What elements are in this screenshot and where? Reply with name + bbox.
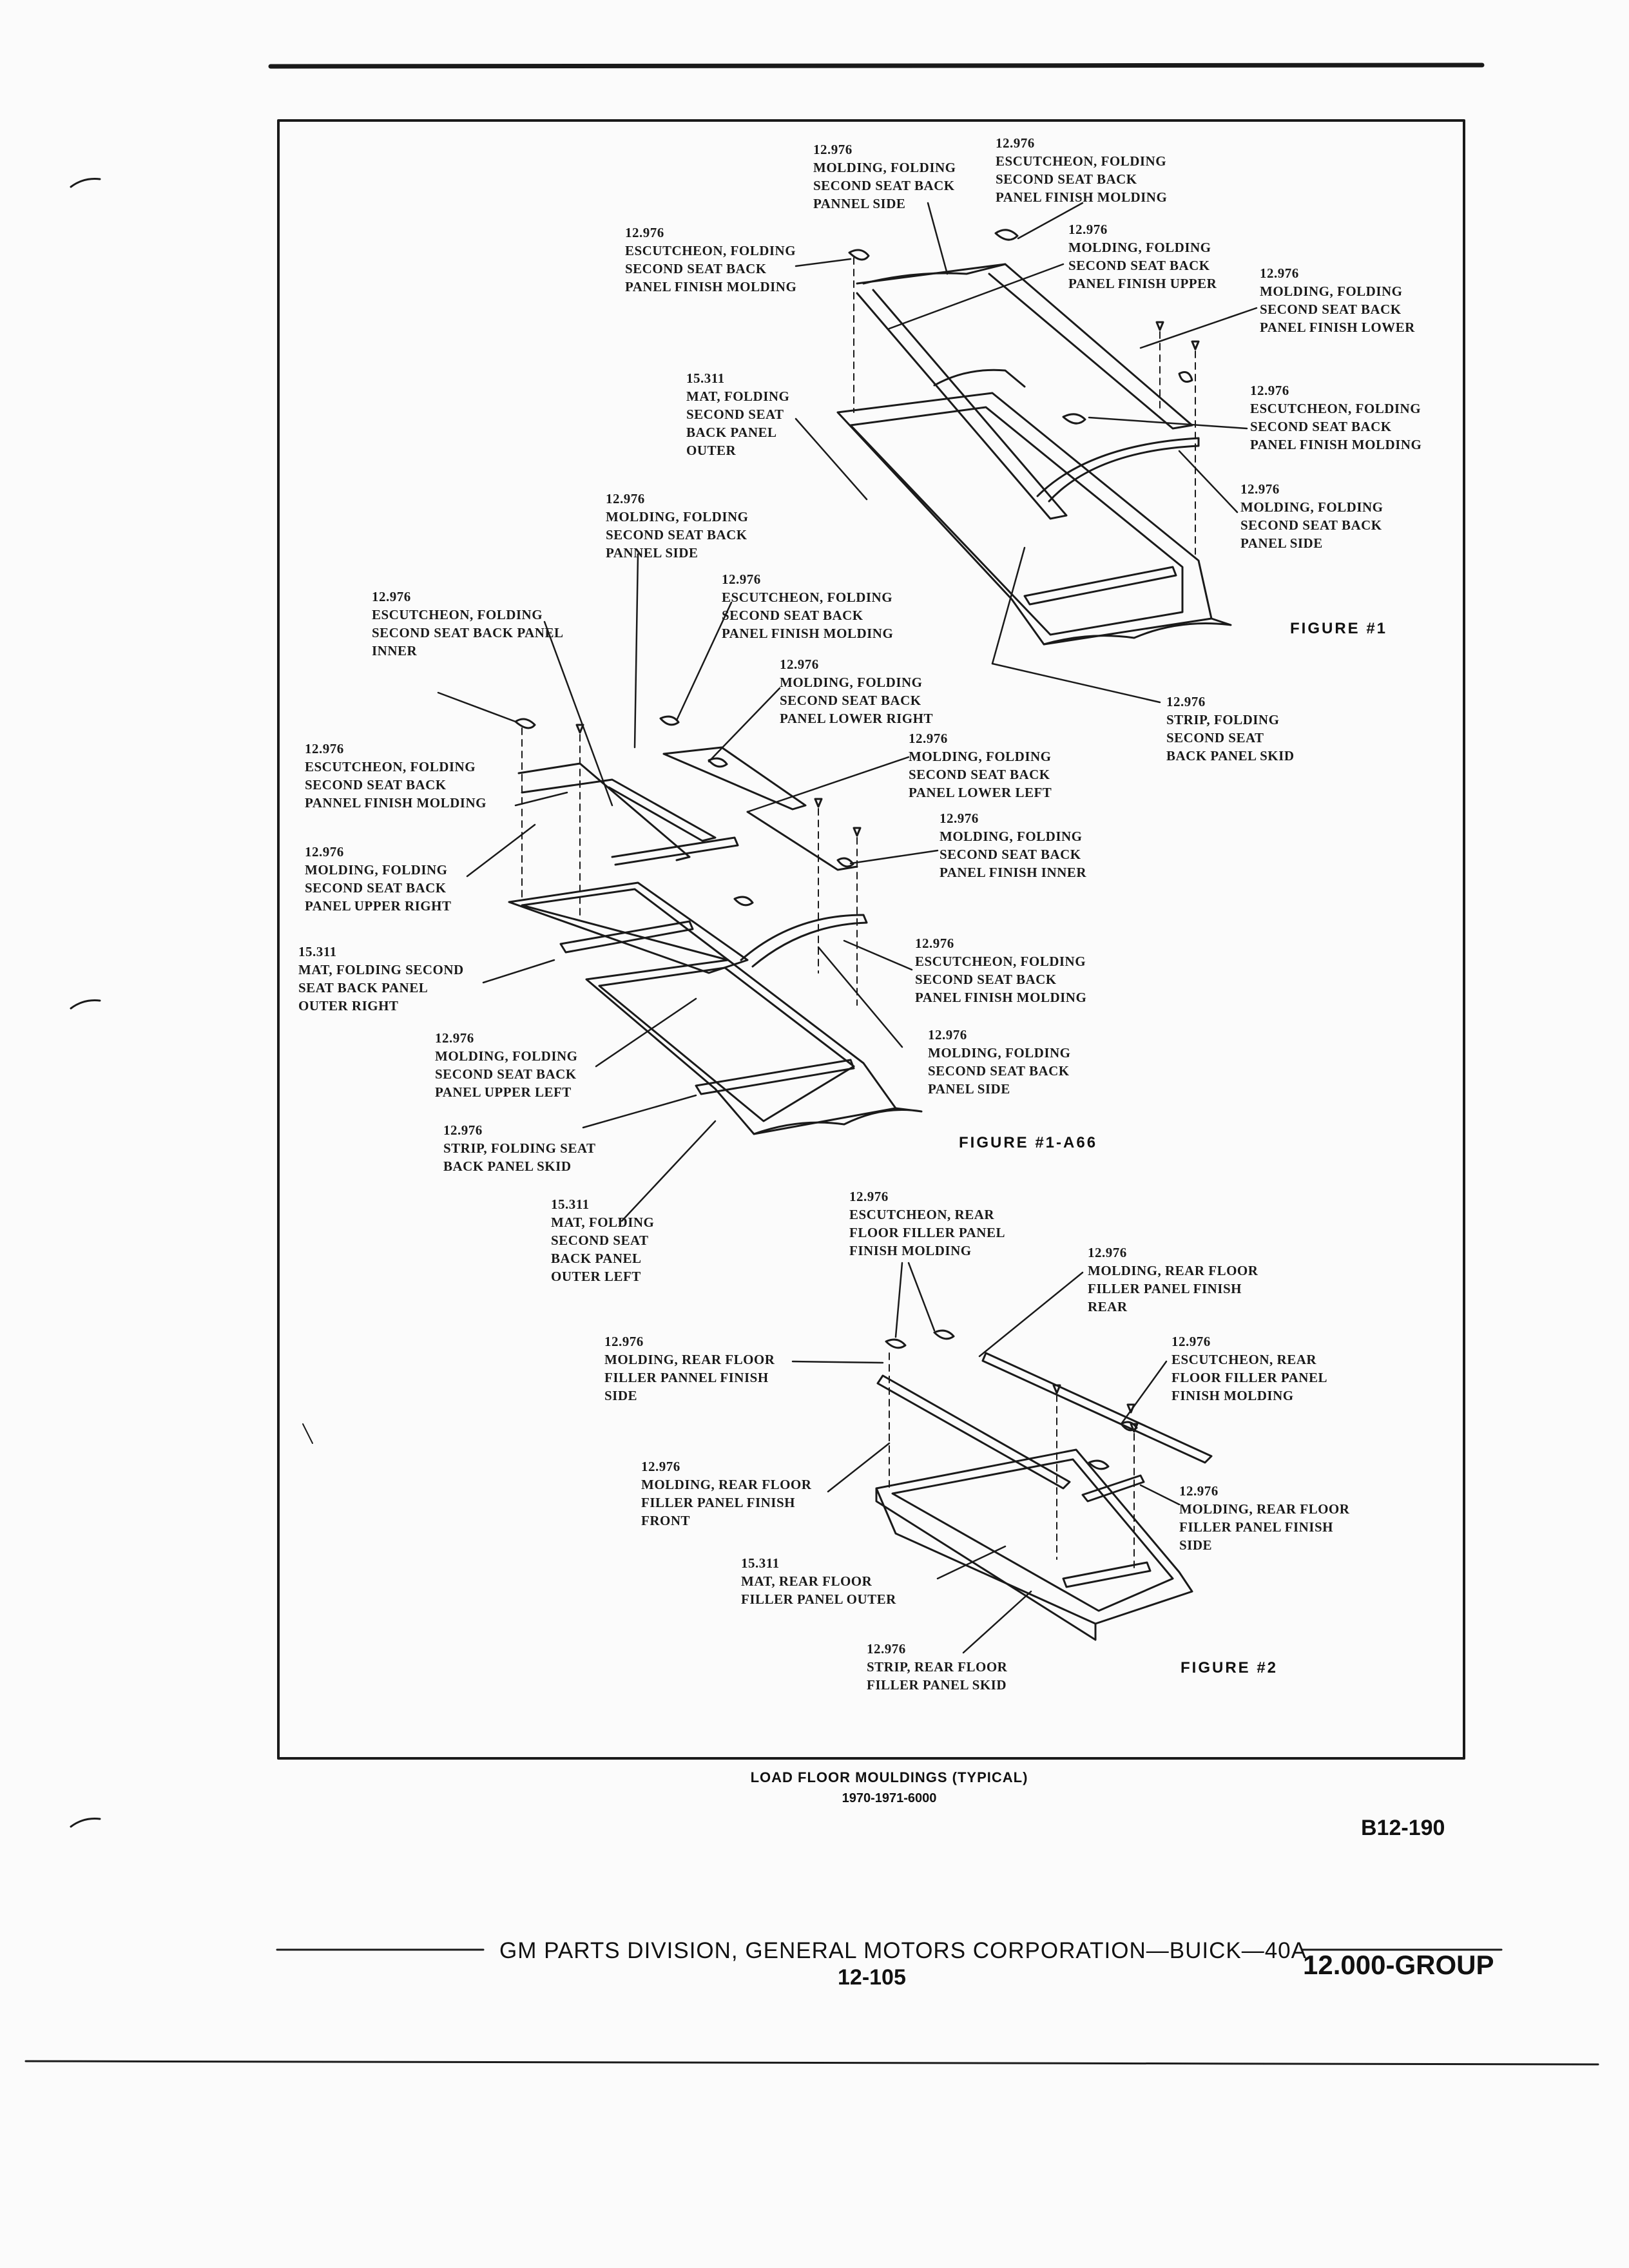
a66-panel-side-molding bbox=[740, 914, 868, 968]
a66-molding-upper-right-label: 12.976 MOLDING, FOLDING SECOND SEAT BACK… bbox=[305, 844, 452, 914]
a66-molding-finish-inner-label: 12.976 MOLDING, FOLDING SECOND SEAT BACK… bbox=[940, 811, 1086, 880]
bottom-rule bbox=[24, 2060, 1599, 2066]
punch-mark-3 bbox=[70, 1818, 101, 1828]
a66-mat-outer-left-label: 15.311 MAT, FOLDING SECOND SEAT BACK PAN… bbox=[551, 1196, 655, 1284]
a66-mat-outer-right-label: 15.311 MAT, FOLDING SECOND SEAT BACK PAN… bbox=[298, 944, 464, 1014]
a66-escutcheon-finish-right-label: 12.976 ESCUTCHEON, FOLDING SECOND SEAT B… bbox=[915, 936, 1087, 1005]
f2-escutcheon-top-label: 12.976 ESCUTCHEON, REAR FLOOR FILLER PAN… bbox=[849, 1189, 1005, 1258]
top-rule bbox=[268, 62, 1485, 69]
f1-escutcheon-left-label: 12.976 ESCUTCHEON, FOLDING SECOND SEAT B… bbox=[625, 225, 797, 294]
fig1-panel-side-molding bbox=[1036, 437, 1200, 503]
a66-screws bbox=[575, 724, 862, 837]
a66-upper-right-molding bbox=[521, 778, 717, 842]
a66-molding-upper-left-label: 12.976 MOLDING, FOLDING SECOND SEAT BACK… bbox=[435, 1030, 578, 1100]
f1-molding-finish-lower-label: 12.976 MOLDING, FOLDING SECOND SEAT BACK… bbox=[1260, 265, 1415, 335]
figure-frame bbox=[277, 119, 1465, 1760]
footer-division: GM PARTS DIVISION, GENERAL MOTORS CORPOR… bbox=[499, 1938, 1307, 1963]
a66-escutcheon-clip bbox=[708, 757, 728, 768]
caption-title: LOAD FLOOR MOULDINGS (TYPICAL) bbox=[750, 1769, 1028, 1785]
figure-1-label: FIGURE #1 bbox=[1290, 620, 1388, 637]
f2-screws bbox=[1052, 1384, 1139, 1433]
a66-molding-lower-left-label: 12.976 MOLDING, FOLDING SECOND SEAT BACK… bbox=[909, 731, 1052, 800]
fig1-panel-side-upper bbox=[933, 369, 1026, 388]
fig1-mat-lip bbox=[1043, 617, 1232, 646]
f1-molding-finish-upper-label: 12.976 MOLDING, FOLDING SECOND SEAT BACK… bbox=[1068, 222, 1217, 291]
footer-group: 12.000-GROUP bbox=[1303, 1950, 1494, 1980]
f2-finish-side bbox=[876, 1374, 1071, 1490]
f1-escutcheon-right-label: 12.976 ESCUTCHEON, FOLDING SECOND SEAT B… bbox=[1250, 383, 1422, 452]
f2-molding-pannel-side-label: 12.976 MOLDING, REAR FLOOR FILLER PANNEL… bbox=[604, 1334, 775, 1403]
footer-page-number: 12-105 bbox=[838, 1965, 906, 1990]
figure-1-a66-assembly bbox=[508, 715, 923, 1135]
a66-escutcheon-finish-top-label: 12.976 ESCUTCHEON, FOLDING SECOND SEAT B… bbox=[722, 572, 894, 641]
a66-molding-panel-side-top-label: 12.976 MOLDING, FOLDING SECOND SEAT BACK… bbox=[606, 491, 749, 561]
figure-1-assembly-lines bbox=[853, 257, 1196, 555]
a66-escutcheon-right bbox=[733, 896, 754, 907]
fig1-top-molding bbox=[862, 263, 1007, 285]
a66-escutcheon-top bbox=[659, 715, 680, 726]
a66-escutcheon-inner bbox=[514, 718, 536, 729]
fig1-mat-inner bbox=[849, 406, 1184, 636]
f2-escutcheon-left bbox=[885, 1338, 907, 1349]
f2-mat-outer-inner bbox=[891, 1458, 1174, 1612]
fig1-screws bbox=[1155, 321, 1200, 351]
a66-upper-left-molding bbox=[517, 762, 691, 861]
fig1-escutcheon-left bbox=[848, 249, 870, 261]
f2-mat-front-edge bbox=[875, 1487, 1097, 1641]
a66-finish-inner bbox=[611, 836, 739, 866]
f2-skid-strip bbox=[1062, 1561, 1152, 1588]
figure-1-a66-label: FIGURE #1-A66 bbox=[959, 1134, 1098, 1151]
f2-escutcheon-top bbox=[933, 1329, 955, 1340]
fig1-skid-strip bbox=[1023, 566, 1177, 606]
f2-strip-skid-label: 12.976 STRIP, REAR FLOOR FILLER PANEL SK… bbox=[867, 1641, 1008, 1693]
punch-mark-2 bbox=[70, 999, 101, 1010]
f2-molding-finish-rear-label: 12.976 MOLDING, REAR FLOOR FILLER PANEL … bbox=[1088, 1245, 1258, 1314]
a66-molding-panel-side-right-label: 12.976 MOLDING, FOLDING SECOND SEAT BACK… bbox=[928, 1027, 1071, 1097]
f2-mat-outer-label: 15.311 MAT, REAR FLOOR FILLER PANEL OUTE… bbox=[741, 1555, 896, 1607]
caption-years: 1970-1971-6000 bbox=[842, 1791, 937, 1805]
f1-molding-panel-side-label: 12.976 MOLDING, FOLDING SECOND SEAT BACK… bbox=[813, 142, 956, 211]
a66-mat-lip bbox=[753, 1107, 923, 1135]
figure-2-label: FIGURE #2 bbox=[1181, 1659, 1278, 1677]
a66-mat-outer-left-inner bbox=[598, 966, 855, 1122]
f1-strip-skid-label: 12.976 STRIP, FOLDING SECOND SEAT BACK P… bbox=[1166, 694, 1295, 764]
a66-mat-outer-left bbox=[585, 959, 897, 1135]
a66-lower-right-molding bbox=[662, 746, 807, 811]
f2-molding-side-right-label: 12.976 MOLDING, REAR FLOOR FILLER PANEL … bbox=[1179, 1483, 1350, 1553]
a66-strip-skid-label: 12.976 STRIP, FOLDING SEAT BACK PANEL SK… bbox=[443, 1122, 596, 1174]
f2-finish-front bbox=[1081, 1474, 1145, 1503]
f2-escutcheon-right-label: 12.976 ESCUTCHEON, REAR FLOOR FILLER PAN… bbox=[1171, 1334, 1327, 1403]
figure-1-a66-assembly-lines bbox=[521, 727, 858, 1006]
a66-skid-strip bbox=[695, 1059, 855, 1095]
f2-finish-rear bbox=[981, 1352, 1213, 1464]
fig1-finish-lower bbox=[856, 289, 1068, 520]
a66-escutcheon-pannel-finish-label: 12.976 ESCUTCHEON, FOLDING SECOND SEAT B… bbox=[305, 741, 487, 811]
f2-mat-outer bbox=[875, 1448, 1193, 1625]
leader-lines bbox=[437, 202, 1258, 1654]
a66-mat-outer-right bbox=[508, 881, 749, 974]
f1-escutcheon-top-label: 12.976 ESCUTCHEON, FOLDING SECOND SEAT B… bbox=[996, 135, 1168, 205]
f2-molding-finish-front-label: 12.976 MOLDING, REAR FLOOR FILLER PANEL … bbox=[641, 1459, 812, 1528]
fig1-escutcheon-clip bbox=[1178, 371, 1193, 383]
figure-2-assembly-lines bbox=[889, 1352, 1135, 1573]
fig1-escutcheon-right bbox=[1062, 413, 1086, 425]
a66-escutcheon-lower bbox=[836, 857, 854, 868]
f2-escutcheon-right bbox=[1088, 1459, 1110, 1470]
a66-skid-strip-right bbox=[559, 920, 694, 954]
f1-molding-side-right-label: 12.976 MOLDING, FOLDING SECOND SEAT BACK… bbox=[1240, 481, 1383, 551]
a66-molding-lower-right-label: 12.976 MOLDING, FOLDING SECOND SEAT BACK… bbox=[780, 657, 933, 726]
f1-mat-outer-label: 15.311 MAT, FOLDING SECOND SEAT BACK PAN… bbox=[686, 370, 790, 458]
page-code: B12-190 bbox=[1361, 1816, 1445, 1840]
punch-mark-1 bbox=[70, 178, 101, 188]
a66-lower-left-molding bbox=[746, 811, 858, 871]
a66-escutcheon-inner-label: 12.976 ESCUTCHEON, FOLDING SECOND SEAT B… bbox=[372, 589, 564, 658]
fig1-escutcheon-top bbox=[994, 229, 1019, 241]
figure-2-assembly bbox=[875, 1329, 1213, 1641]
figure-1-assembly bbox=[836, 229, 1232, 646]
